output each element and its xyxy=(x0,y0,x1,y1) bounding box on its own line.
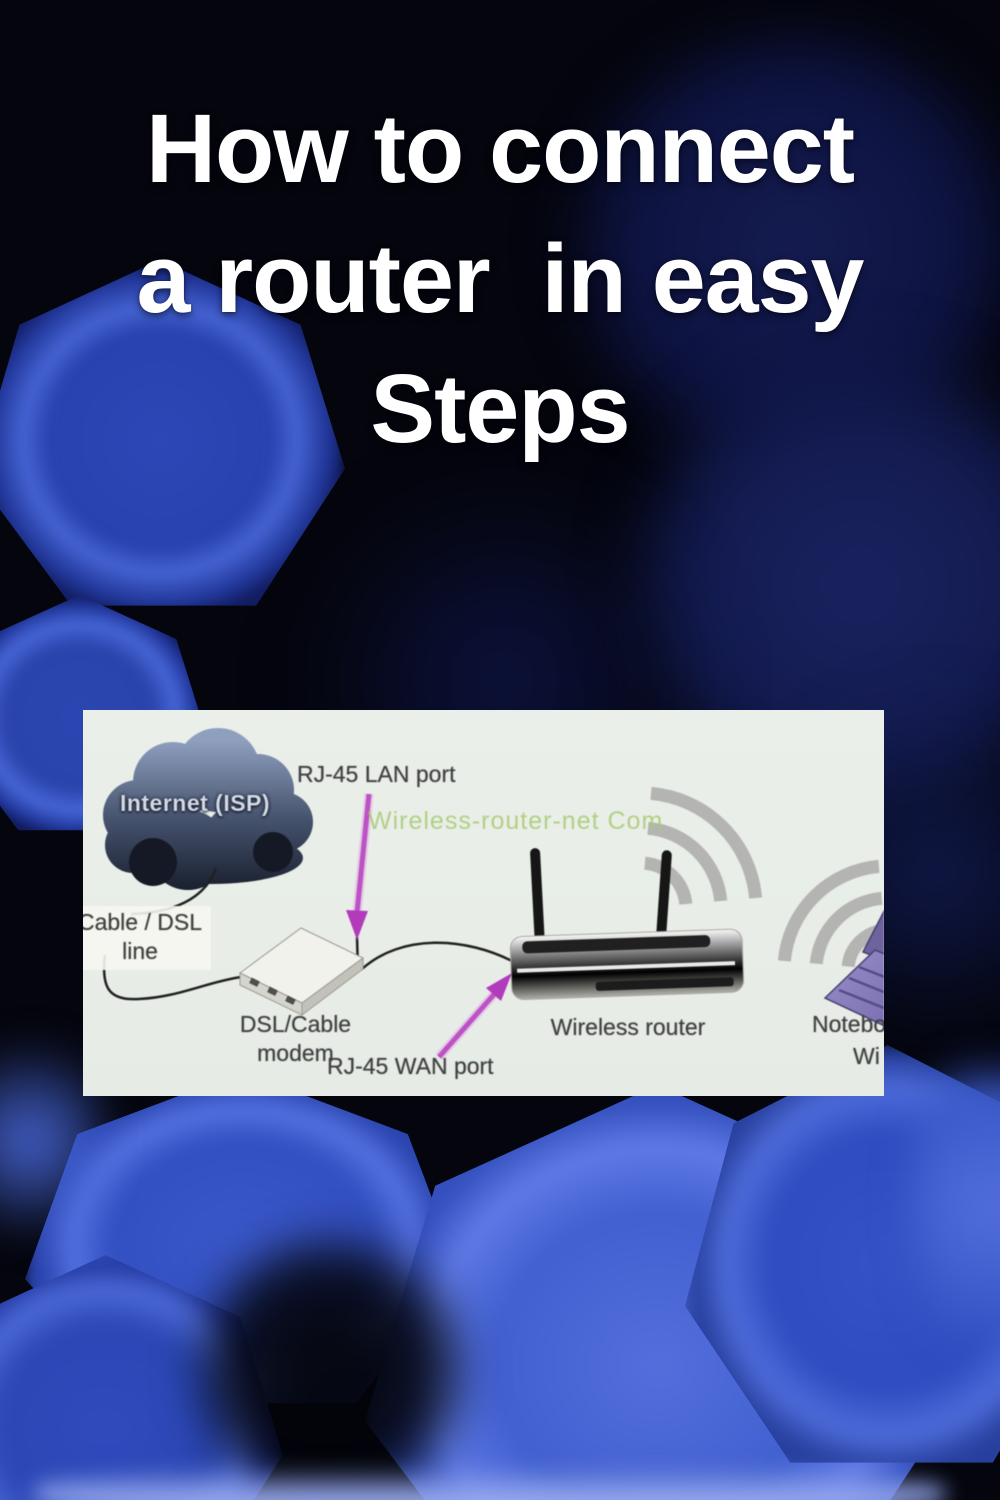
router-diagram: Internet (ISP) RJ-45 LAN port Wireless-r… xyxy=(83,710,884,1096)
bokeh-bottom-strip xyxy=(35,1466,945,1500)
lan-port-label: RJ-45 LAN port xyxy=(297,761,456,787)
dsl-line-to-modem-wire xyxy=(102,954,242,1001)
title-line-1: How to connect xyxy=(145,94,855,203)
watermark-text: Wireless-router-net Com xyxy=(368,807,664,835)
page-title: How to connect a router in easy Steps xyxy=(0,84,1000,474)
modem-icon xyxy=(239,927,364,1017)
internet-cloud-icon xyxy=(103,728,313,890)
modem-label-line2: modem xyxy=(257,1040,334,1066)
router-antenna-left xyxy=(530,848,545,947)
wireless-router-icon xyxy=(509,848,745,1000)
notebook-icon xyxy=(823,909,884,1027)
cable-dsl-line-label: Cable / DSL line xyxy=(83,906,211,970)
cable-dsl-line-label-line1: Cable / DSL xyxy=(83,909,202,935)
modem-ports xyxy=(249,977,296,1005)
notebook-label-line1: Notebook xyxy=(812,1011,884,1037)
modem-label-line1: DSL/Cable xyxy=(239,1011,352,1037)
router-antenna-right xyxy=(655,850,672,953)
notebook-label-line2: Wi xyxy=(853,1043,880,1069)
title-line-2: a router in easy xyxy=(136,224,865,333)
bokeh-dark-gap xyxy=(195,1235,465,1500)
router-diagram-content: Internet (ISP) RJ-45 LAN port Wireless-r… xyxy=(83,710,884,1096)
notebook-keyboard-lines xyxy=(838,965,884,1010)
lan-port-arrow xyxy=(346,793,374,940)
diagram-graphics xyxy=(102,728,884,1060)
wireless-router-label: Wireless router xyxy=(550,1014,706,1040)
title-line-3: Steps xyxy=(370,354,630,463)
router-wifi-arcs-icon xyxy=(644,786,763,905)
modem-label: DSL/Cable modem xyxy=(223,1010,368,1068)
modem-to-router-cable xyxy=(361,941,517,970)
cable-dsl-line-label-line2: line xyxy=(122,938,158,964)
wan-port-label: RJ-45 WAN port xyxy=(327,1053,494,1079)
wan-port-arrow xyxy=(435,973,512,1060)
internet-isp-label: Internet (ISP) xyxy=(119,790,271,816)
